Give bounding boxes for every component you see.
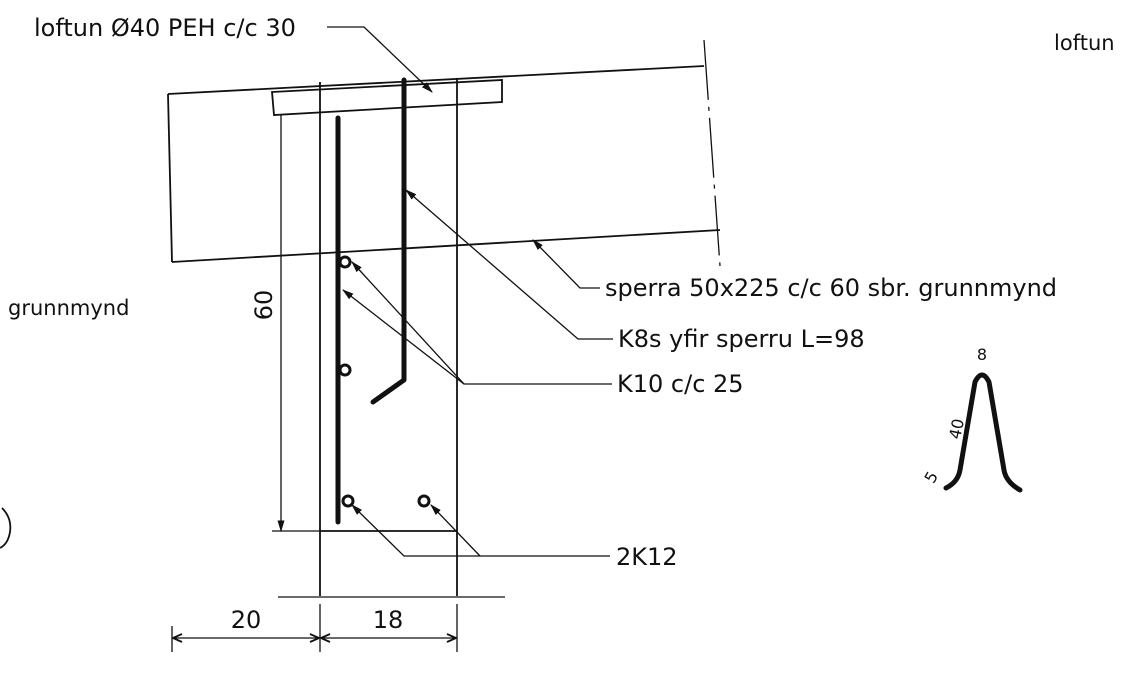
ventilation-pipe: [271, 79, 503, 116]
label-loftun-pipe: loftun Ø40 PEH c/c 30: [34, 14, 296, 42]
dimension-width-20: 20: [231, 606, 262, 634]
label-loftun-right: loftun: [1054, 31, 1115, 55]
label-k10: K10 c/c 25: [617, 370, 744, 398]
k8s-bar-over-rafter: [370, 77, 407, 405]
label-sperra: sperra 50x225 c/c 60 sbr. grunnmynd: [605, 274, 1057, 302]
rebar-dot: [338, 255, 352, 269]
dimension-height-60: 60: [250, 290, 278, 321]
label-grunnmynd-left: grunnmynd: [8, 296, 129, 320]
bar-shape-sketch: [943, 372, 1023, 493]
rafter-outline: [167, 39, 721, 267]
width-dimension: [171, 604, 458, 652]
rebar-dot: [338, 363, 352, 377]
height-dimension: [272, 115, 320, 533]
bar-shape-leg-40: 40: [945, 417, 968, 441]
k12-bar-right: [417, 494, 431, 508]
label-2k12: 2K12: [616, 543, 678, 571]
bar-shape-top-8: 8: [977, 345, 987, 364]
dimension-width-18: 18: [373, 606, 404, 634]
label-k8s: K8s yfir sperru L=98: [618, 325, 865, 353]
leader-lines: [327, 26, 613, 557]
beam-outline: [278, 78, 505, 598]
edge-curve-fragment: [0, 507, 12, 549]
k12-bar-left: [341, 494, 355, 508]
bar-shape-foot-5: 5: [920, 468, 942, 486]
